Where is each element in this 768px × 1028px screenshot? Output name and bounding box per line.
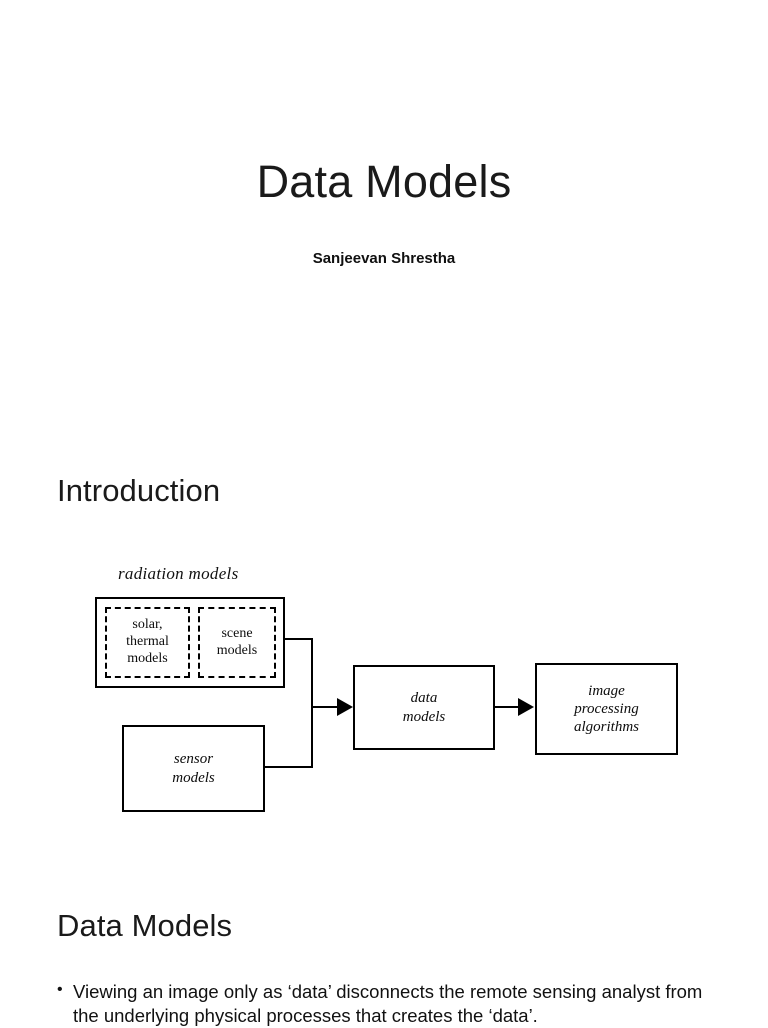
ipa-line-3: algorithms bbox=[573, 719, 639, 736]
box-sensor-models-text: sensor models bbox=[172, 750, 215, 787]
ipa-line-1: image bbox=[588, 682, 625, 699]
connector-sensor-horizontal bbox=[265, 766, 313, 768]
box-data-models-text: data models bbox=[403, 689, 446, 726]
data-line-2: models bbox=[402, 708, 446, 725]
box-sensor-models: sensor models bbox=[122, 725, 265, 812]
arrow-head-to-ipa bbox=[518, 698, 534, 716]
box-solar-thermal-models-text: solar, thermal models bbox=[126, 617, 169, 667]
arrow-head-to-data-models bbox=[337, 698, 353, 716]
figure-label-radiation-models: radiation models bbox=[118, 564, 239, 583]
data-models-flow-diagram: radiation models solar, thermal models s… bbox=[60, 550, 710, 840]
heading-introduction: Introduction bbox=[57, 473, 221, 508]
ipa-line-2: processing bbox=[574, 700, 639, 717]
box-image-processing-algorithms: image processing algorithms bbox=[535, 663, 678, 755]
connector-to-data-models bbox=[311, 706, 339, 708]
solar-thermal-line-1: solar, bbox=[132, 617, 163, 633]
sensor-line-2: models bbox=[172, 769, 215, 786]
author-name: Sanjeevan Shrestha bbox=[312, 250, 456, 267]
page-title: Data Models bbox=[256, 156, 512, 207]
bullet-list: Viewing an image only as ‘data’ disconne… bbox=[57, 980, 717, 1028]
data-line-1: data bbox=[410, 690, 438, 707]
connector-merge-vertical bbox=[311, 638, 313, 768]
solar-thermal-line-3: models bbox=[127, 650, 168, 666]
box-solar-thermal-models: solar, thermal models bbox=[105, 607, 190, 678]
list-item: Viewing an image only as ‘data’ disconne… bbox=[57, 980, 717, 1028]
box-data-models: data models bbox=[353, 665, 495, 750]
box-scene-models-text: scene models bbox=[217, 626, 257, 660]
box-scene-models: scene models bbox=[198, 607, 276, 678]
connector-radiation-horizontal bbox=[285, 638, 313, 640]
connector-data-to-ipa bbox=[495, 706, 520, 708]
scene-line-2: models bbox=[216, 642, 258, 658]
heading-data-models: Data Models bbox=[57, 908, 233, 943]
sensor-line-1: sensor bbox=[173, 751, 214, 768]
scene-line-1: scene bbox=[221, 625, 253, 641]
solar-thermal-line-2: thermal bbox=[126, 634, 169, 650]
box-image-processing-algorithms-text: image processing algorithms bbox=[574, 682, 639, 737]
